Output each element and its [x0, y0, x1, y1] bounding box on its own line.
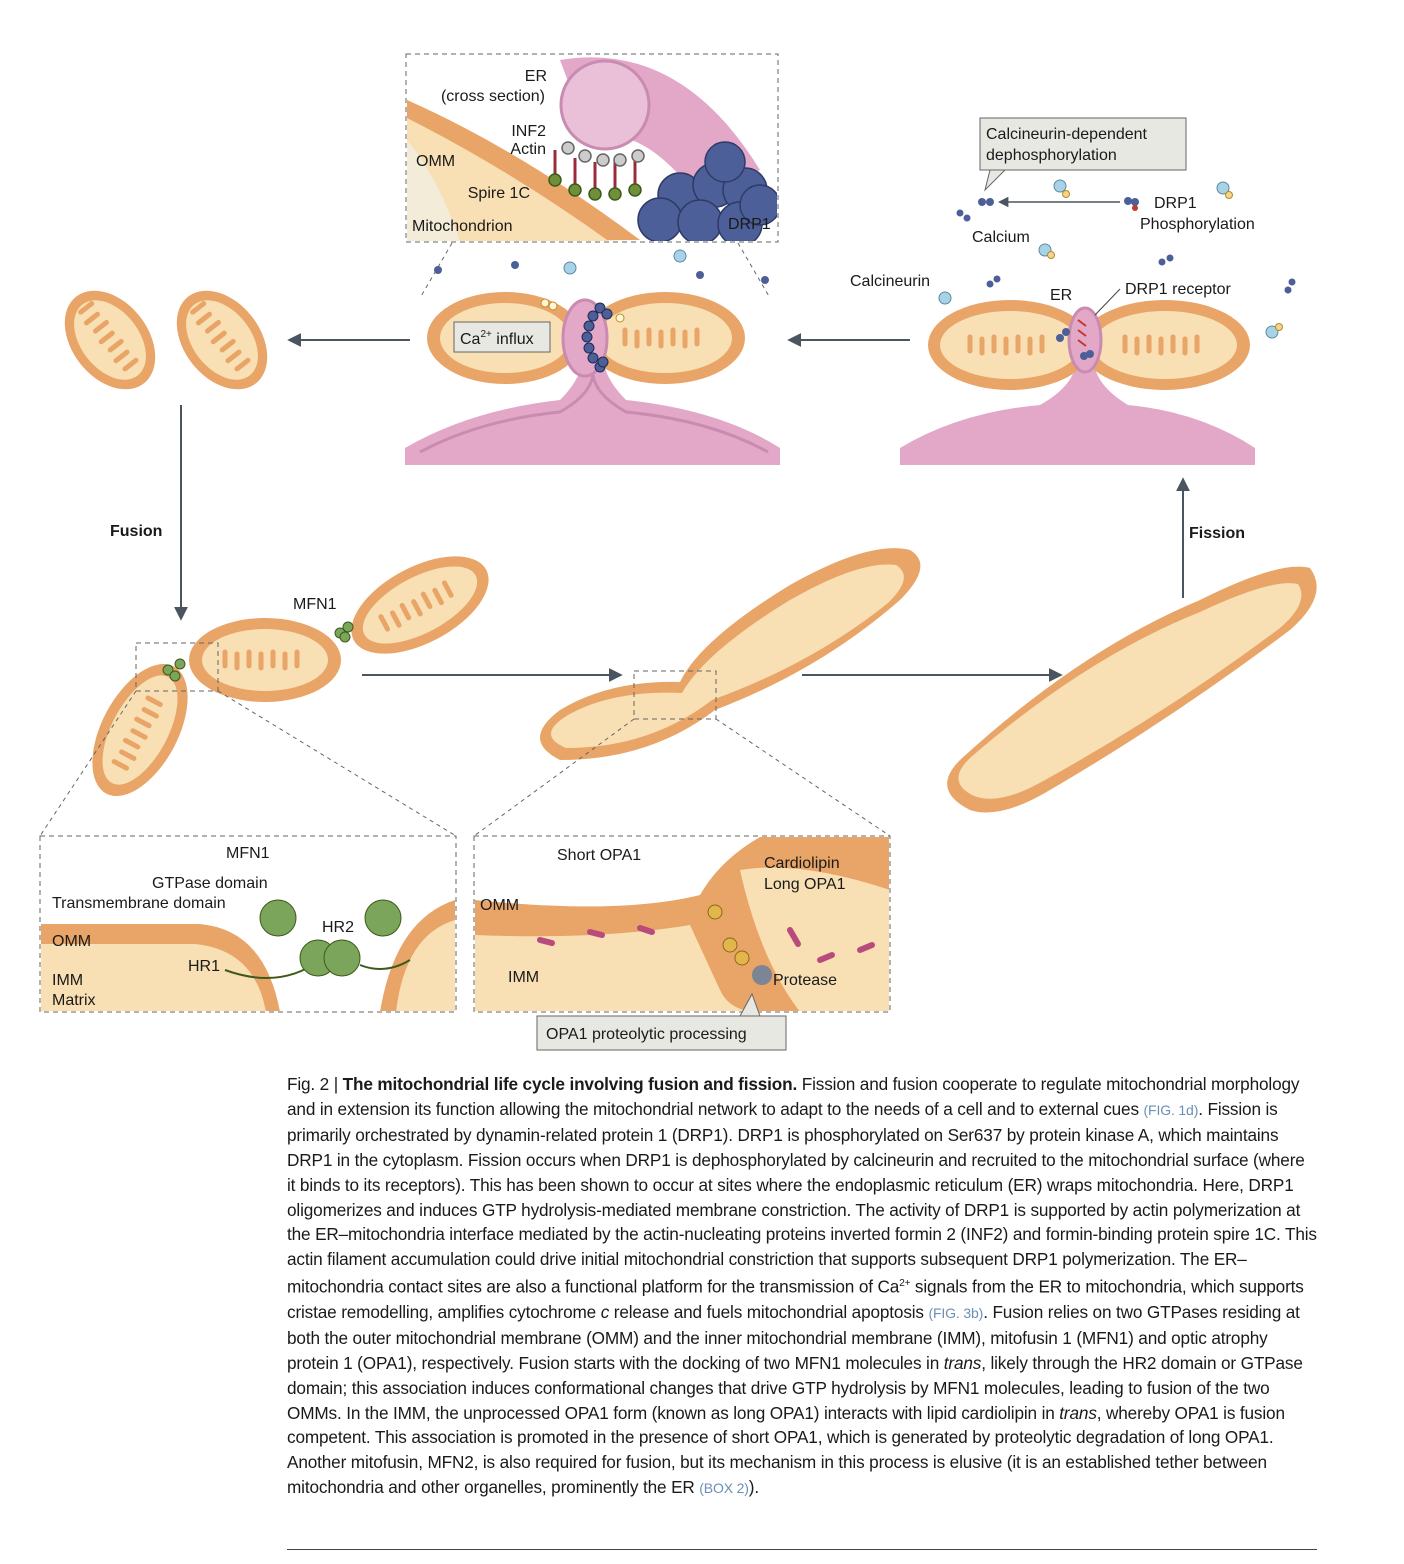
label-transmembrane-domain: Transmembrane domain	[52, 895, 226, 912]
mfn1-inset: MFN1 GTPase domain Transmembrane domain …	[39, 835, 457, 1013]
fused-mitochondrion	[947, 566, 1317, 813]
label-hr1: HR1	[188, 958, 220, 975]
caption-italic-trans-2: trans	[1059, 1402, 1097, 1423]
caption-ref-fig-3b[interactable]: (FIG. 3b)	[928, 1304, 984, 1321]
label-phosphorylation: Phosphorylation	[1140, 216, 1255, 233]
opa1-inset: Short OPA1 Cardiolipin Long OPA1 OMM IMM…	[473, 835, 891, 1051]
caption-body-5: . Fusion relies on two GTPases residing …	[287, 1301, 1300, 1373]
label-cardiolipin: Cardiolipin	[764, 855, 840, 872]
label-long-opa1: Long OPA1	[764, 876, 846, 893]
label-fusion: Fusion	[110, 523, 162, 540]
caption-italic-trans-1: trans	[943, 1352, 982, 1373]
label-gtpase-domain: GTPase domain	[152, 875, 268, 892]
label-omm: OMM	[416, 153, 455, 170]
label-omm-inset-2: OMM	[480, 897, 519, 914]
figure-caption: Fig. 2 | The mitochondrial life cycle in…	[287, 1072, 1317, 1501]
label-omm-inset: OMM	[52, 933, 91, 950]
caption-body-7: , whereby OPA1 is fusion competent. This…	[287, 1402, 1285, 1498]
drp1-cluster	[637, 141, 777, 241]
calcium-particles	[434, 249, 769, 284]
label-imm-inset-2: IMM	[508, 969, 539, 986]
label-hr2: HR2	[322, 919, 354, 936]
constricting-mitochondrion: Ca2+ influx	[405, 292, 780, 465]
drp1-recruitment: Calcineurin-dependent dephosphorylation …	[850, 117, 1296, 465]
label-actin: Actin	[510, 141, 546, 158]
caption-fig-label: Fig. 2 |	[287, 1074, 343, 1094]
label-er-right: ER	[1050, 287, 1072, 304]
fission-products	[64, 290, 268, 390]
caption-body-8: ).	[748, 1477, 759, 1498]
top-inset: ER (cross section) INF2 Actin OMM Spire …	[405, 53, 779, 299]
label-calcineurin-dependent: Calcineurin-dependent	[986, 126, 1148, 143]
label-mfn1-inset: MFN1	[226, 845, 270, 862]
label-short-opa1: Short OPA1	[557, 847, 641, 864]
label-mitochondrion: Mitochondrion	[412, 218, 513, 235]
label-ca-influx: Ca2+ influx	[460, 329, 534, 348]
label-er-cross-section: (cross section)	[441, 88, 545, 105]
label-dephosphorylation: dephosphorylation	[986, 147, 1117, 164]
bottom-rule	[287, 1549, 1317, 1550]
caption-body-6: , likely through the HR2 domain or GTPas…	[287, 1352, 1303, 1423]
label-er: ER	[525, 68, 547, 85]
caption-body-3: signals from the ER to mitochondria, whi…	[287, 1276, 1304, 1322]
label-drp1: DRP1	[728, 216, 771, 233]
caption-ref-box-2[interactable]: (BOX 2)	[699, 1480, 749, 1497]
caption-title: The mitochondrial life cycle involving f…	[342, 1074, 798, 1094]
label-inf2: INF2	[511, 123, 546, 140]
caption-body-1: Fission and fusion cooperate to regulate…	[287, 1074, 1300, 1119]
label-drp1-receptor: DRP1 receptor	[1125, 281, 1231, 298]
label-imm-inset: IMM	[52, 972, 83, 989]
figure-illustration: ER (cross section) INF2 Actin OMM Spire …	[39, 53, 1317, 1051]
label-opa1-processing: OPA1 proteolytic processing	[546, 1026, 747, 1043]
caption-superscript: 2+	[899, 1278, 911, 1290]
label-matrix: Matrix	[52, 992, 96, 1009]
label-drp1-phospho: DRP1	[1154, 195, 1197, 212]
caption-ref-fig-1d[interactable]: (FIG. 1d)	[1143, 1101, 1199, 1118]
label-calcium: Calcium	[972, 229, 1030, 246]
docking-mitochondria: MFN1	[39, 556, 489, 837]
label-fission: Fission	[1189, 525, 1245, 542]
caption-body-4: release and fuels mitochondrial apoptosi…	[609, 1301, 929, 1322]
caption-body-2: . Fission is primarily orchestrated by d…	[287, 1098, 1317, 1297]
label-calcineurin: Calcineurin	[850, 273, 930, 290]
caption-italic-c: c	[600, 1301, 610, 1322]
label-protease: Protease	[773, 972, 837, 989]
label-mfn1-top: MFN1	[293, 596, 337, 613]
fusing-mitochondrion	[473, 548, 921, 837]
cycle-arrows	[174, 333, 1190, 682]
label-spire-1c: Spire 1C	[468, 185, 530, 202]
